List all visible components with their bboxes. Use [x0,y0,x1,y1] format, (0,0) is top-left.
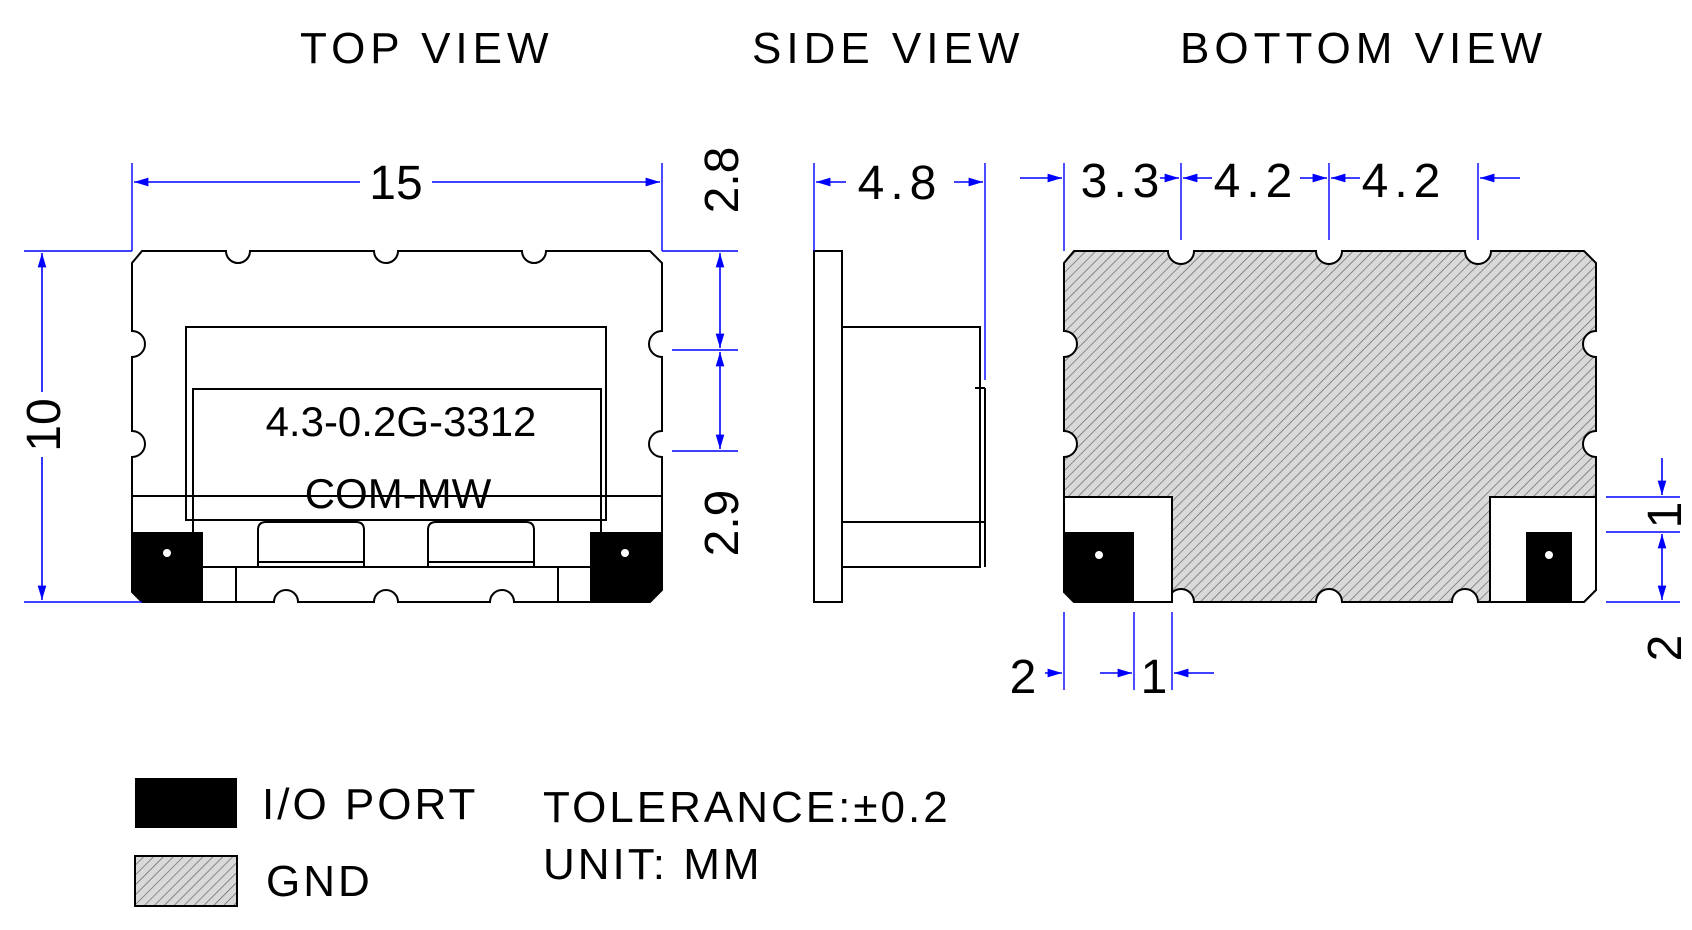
dim-width-label: 15 [369,157,422,210]
side-view: 4.8 [813,157,986,603]
bottom-io-pad-left-dot [1095,551,1103,559]
dim-thickness-label: 4.8 [858,157,943,210]
legend-io-label: I/O PORT [262,780,478,829]
unit-note: UNIT: MM [543,840,763,889]
tolerance-note: TOLERANCE:±0.2 [543,783,951,832]
dim-pitch-b-label: 4.2 [1362,155,1447,208]
legend: I/O PORT GND TOLERANCE:±0.2 UNIT: MM [134,778,951,907]
dim-pad-width-label: 2 [1010,651,1037,704]
bottom-view-title: BOTTOM VIEW [1180,24,1547,73]
bottom-io-pad-right [1526,532,1572,602]
dim-29-label: 2.9 [696,490,749,557]
dim-pitch-a-label: 4.2 [1214,155,1299,208]
legend-io-swatch [135,778,237,828]
bottom-io-pad-right-dot [1545,551,1553,559]
bottom-view: 3.3 4.2 4.2 2 1 1 2 [1010,155,1692,704]
side-view-cover [841,326,981,568]
legend-gnd-swatch [134,855,238,907]
dim-first-pitch-label: 3.3 [1081,155,1166,208]
dim-pad-height-label: 2 [1639,635,1692,662]
bottom-io-pad-left [1064,532,1134,602]
marking-part-number: 4.3-0.2G-3312 [266,398,537,445]
top-io-pad-left [132,532,203,602]
side-view-base [813,250,843,603]
dim-height-label: 10 [18,398,71,451]
dim-pad-gap-label: 1 [1141,651,1168,704]
shield-cover-back [185,326,607,521]
tuning-window-left [257,521,365,567]
top-view: 4.3-0.2G-3312 COM-MW 15 10 2.8 2.9 [18,147,749,603]
top-io-pad-right-dot [621,549,629,557]
dim-28-label: 2.8 [696,147,749,214]
top-io-pad-left-dot [163,549,171,557]
top-io-pad-right [590,532,662,602]
marking-manufacturer: COM-MW [305,470,492,517]
top-view-title: TOP VIEW [300,24,554,73]
tuning-window-right [427,521,535,567]
dim-pad-height-small-label: 1 [1639,502,1692,529]
side-view-title: SIDE VIEW [752,24,1024,73]
legend-gnd-label: GND [266,857,373,906]
